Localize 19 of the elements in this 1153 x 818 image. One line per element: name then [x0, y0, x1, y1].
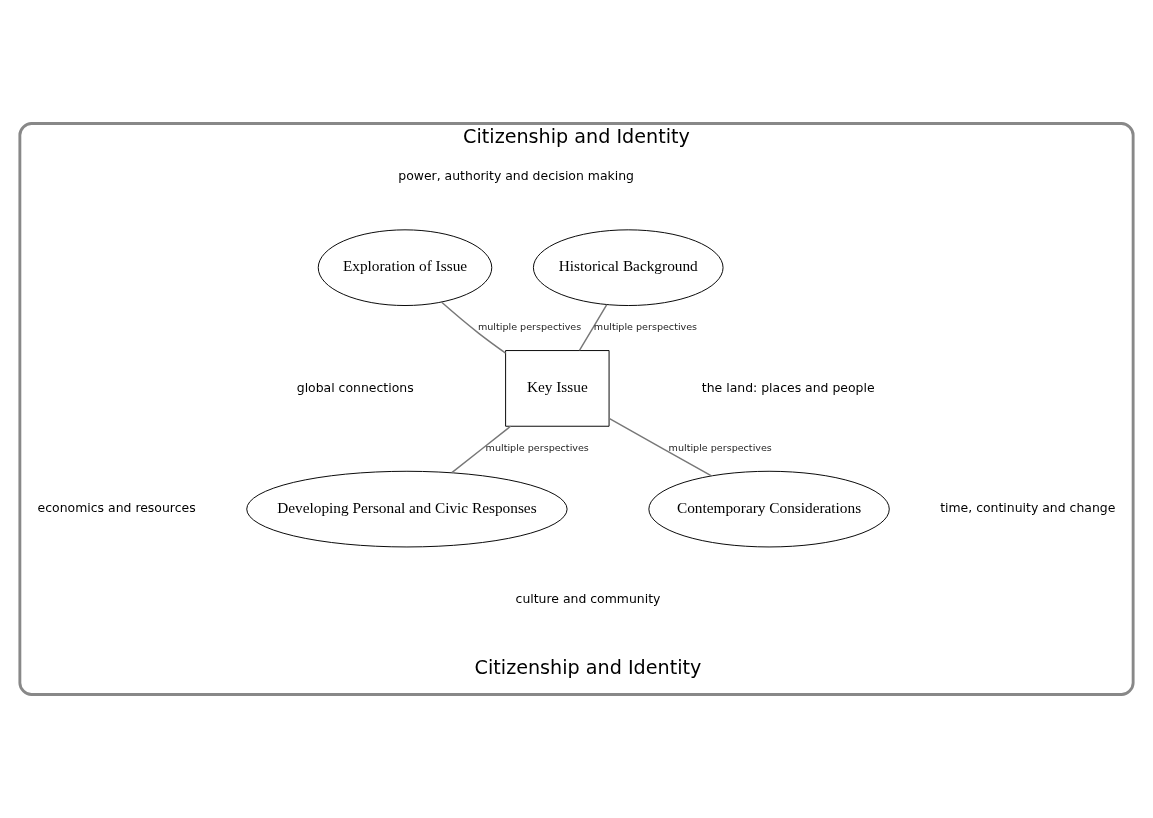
label: culture and community — [515, 590, 661, 606]
connector — [440, 301, 507, 354]
connector — [451, 425, 512, 474]
edge-label: multiple perspectives — [668, 442, 772, 454]
label: economics and resources — [37, 500, 196, 516]
edge-label: multiple perspectives — [485, 442, 589, 454]
node-ellipse: Contemporary Considerations — [648, 470, 890, 548]
node-ellipse: Developing Personal and Civic Responses — [246, 470, 568, 548]
connector — [608, 417, 713, 477]
label: time, continuity and change — [940, 500, 1116, 516]
edge-label: multiple perspectives — [477, 321, 582, 333]
label: the land: places and people — [701, 379, 875, 395]
edge-label: multiple perspectives — [593, 321, 698, 333]
node-ellipse: Exploration of Issue — [317, 229, 493, 306]
node-box: Key Issue — [505, 350, 610, 427]
connector — [578, 303, 608, 352]
label: global connections — [296, 379, 414, 395]
node-ellipse: Historical Background — [532, 229, 724, 306]
label: power, authority and decision making — [398, 168, 635, 184]
